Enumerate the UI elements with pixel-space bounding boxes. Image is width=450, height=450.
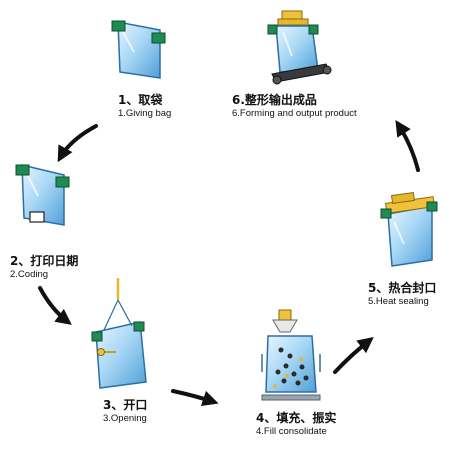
- bag-hanging-icon: [111, 20, 166, 79]
- date-stamp-icon: [29, 211, 45, 223]
- step-1-label: 1、取袋 1.Giving bag: [118, 94, 171, 119]
- step-2-title-cn: 2、打印日期: [10, 254, 79, 268]
- granules-icon: [275, 347, 309, 386]
- arrow-5-to-6: [395, 119, 420, 172]
- clip-right-icon: [151, 32, 166, 44]
- step-3-label: 3、开口 3.Opening: [103, 399, 147, 424]
- clip-left-icon: [15, 164, 30, 176]
- step-1-title-en: 1.Giving bag: [118, 108, 172, 119]
- arrow-2-to-3: [38, 286, 72, 325]
- bag-opening-icon: [91, 278, 147, 389]
- step-5-title-en: 5.Heat sealing: [368, 296, 429, 307]
- step-4-title-en: 4.Fill consolidate: [256, 426, 327, 437]
- step-2-label: 2、打印日期 2.Coding: [10, 255, 78, 280]
- step-6-title-cn: 6.整形输出成品: [232, 93, 317, 107]
- step-3-title-cn: 3、开口: [103, 398, 148, 412]
- clip-left-icon: [91, 331, 103, 342]
- clip-right-icon: [55, 176, 70, 188]
- clip-right-icon: [133, 321, 145, 332]
- clip-left-icon: [111, 20, 126, 32]
- step-5-title-cn: 5、热合封口: [368, 281, 437, 295]
- step-3-title-en: 3.Opening: [103, 413, 147, 424]
- step-6-title-en: 6.Forming and output product: [232, 108, 357, 119]
- arrow-1-to-2: [57, 124, 98, 163]
- vibration-plate-icon: [261, 394, 321, 401]
- clip-left-icon: [380, 208, 392, 219]
- clip-right-icon: [426, 201, 438, 212]
- step-2-title-en: 2.Coding: [10, 269, 49, 280]
- bag-filling-icon: [261, 309, 321, 401]
- funnel-icon: [278, 309, 292, 321]
- step-6-label: 6.整形输出成品 6.Forming and output product: [232, 94, 357, 119]
- step-5-label: 5、热合封口 5.Heat sealing: [368, 282, 436, 307]
- arrow-3-to-4: [171, 389, 219, 407]
- arrow-4-to-5: [333, 337, 374, 374]
- bag-sealing-icon: [380, 191, 438, 267]
- step-4-label: 4、填充、振实 4.Fill consolidate: [256, 412, 336, 437]
- step-4-title-cn: 4、填充、振实: [256, 411, 337, 425]
- opener-icon: [97, 348, 105, 356]
- step-1-title-cn: 1、取袋: [118, 93, 163, 107]
- bag-coding-icon: [15, 164, 70, 226]
- bag-output-conveyor-icon: [267, 10, 332, 85]
- sealed-top-icon: [277, 18, 309, 26]
